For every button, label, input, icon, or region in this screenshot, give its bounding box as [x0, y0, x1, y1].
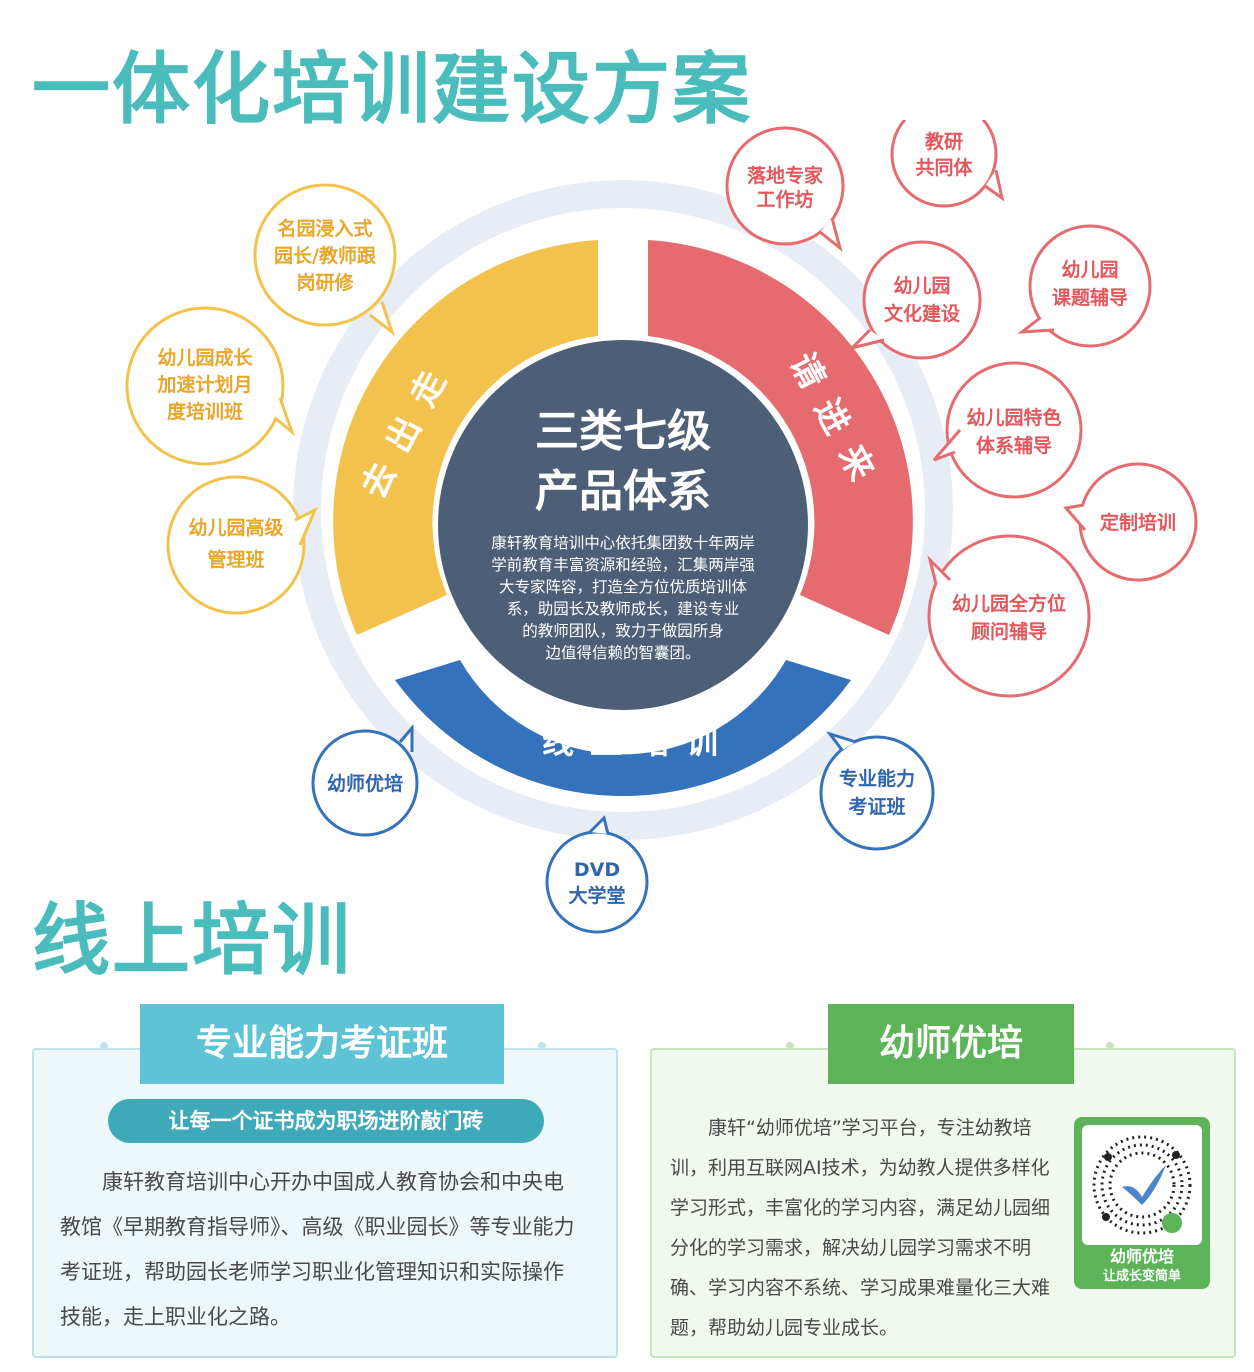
bubble-text: 落地专家	[747, 164, 824, 187]
page-title: 一体化培训建设方案	[32, 45, 753, 135]
bubble-blue-3: 专业能力 考证班	[819, 731, 935, 851]
bubble-text: 工作坊	[756, 188, 813, 211]
center-title-2: 产品体系	[535, 466, 711, 517]
bubble-text: 课题辅导	[1052, 286, 1128, 309]
center-title-1: 三类七级	[535, 406, 711, 457]
bubble-text: 管理班	[207, 548, 264, 571]
bubble-text: 幼儿园特色	[966, 406, 1061, 429]
segment-invite-in	[648, 240, 913, 635]
bubble-text: 顾问辅导	[971, 620, 1047, 643]
youshi-description: 康轩“幼师优培”学习平台，专注幼教培训，利用互联网AI技术，为幼教人提供多样化学…	[670, 1117, 1051, 1339]
bubble-red-7: 幼儿园全方位 顾问辅导	[927, 534, 1091, 698]
bubble-red-2: 教研 共同体	[890, 120, 1005, 208]
bubble-text: 园长/教师跟	[274, 244, 376, 267]
bubble-text: 幼儿园	[1061, 258, 1118, 281]
center-circle	[438, 340, 808, 710]
bubble-text: 教研	[925, 130, 963, 153]
cert-description: 康轩教育培训中心开办中国成人教育协会和中央电教馆《早期教育指导师》、高级《职业园…	[60, 1170, 575, 1329]
bubble-red-3: 幼儿园 文化建设	[847, 240, 982, 360]
bubble-text: 幼儿园全方位	[952, 592, 1066, 615]
bubble-text: 幼儿园	[893, 274, 950, 297]
bubble-text: 大学堂	[568, 884, 625, 907]
product-system-diagram: 三类七级 产品体系 康轩教育培训中心依托集团数十年两岸 学前教育丰富资源和经验，…	[125, 120, 1198, 934]
qr-code[interactable]	[1082, 1125, 1202, 1245]
segment-label-online: 线上培训	[542, 723, 734, 761]
bubble-text: 体系辅导	[976, 434, 1052, 457]
bubble-text: DVD	[574, 859, 620, 881]
bubble-red-5: 幼儿园特色 体系辅导	[932, 361, 1083, 499]
center-desc-line: 的教师团队，致力于做园所身	[522, 622, 724, 640]
bubble-red-6: 定制培训	[1063, 462, 1198, 582]
cert-slogan: 让每一个证书成为职场进阶敲门砖	[108, 1099, 544, 1143]
bubble-text: 加速计划月	[156, 373, 252, 396]
bubble-red-1: 落地专家 工作坊	[725, 126, 845, 253]
bubble-text: 度培训班	[167, 400, 243, 423]
bubble-text: 共同体	[915, 156, 973, 179]
center-desc-line: 学前教育丰富资源和经验，汇集两岸强	[491, 556, 755, 574]
center-desc-line: 系，助园长及教师成长，建设专业	[507, 600, 740, 618]
bubble-yellow-1: 名园浸入式 园长/教师跟 岗研修	[253, 183, 397, 337]
qr-label: 幼师优培	[1109, 1247, 1174, 1266]
center-desc-line: 康轩教育培训中心依托集团数十年两岸	[491, 534, 755, 552]
bubble-blue-1: 幼师优培	[311, 723, 419, 837]
bubble-text: 幼儿园高级	[188, 516, 283, 539]
qr-code-card[interactable]: 幼师优培 让成长变简单	[1074, 1117, 1210, 1289]
decor-dot	[100, 1042, 108, 1050]
bubble-text: 考证班	[848, 795, 905, 818]
center-desc-line: 边值得信赖的智囊团。	[545, 644, 700, 662]
bubble-text: 岗研修	[296, 271, 354, 294]
bubble-red-4: 幼儿园 课题辅导	[1017, 224, 1152, 348]
segment-online	[395, 660, 851, 797]
decor-dot	[538, 1042, 546, 1050]
bubble-text: 幼师优培	[327, 772, 403, 795]
bubble-blue-2: DVD 大学堂	[545, 815, 649, 934]
tab-youshi: 幼师优培	[828, 1004, 1074, 1084]
decor-dot	[786, 1042, 794, 1050]
qr-sublabel: 让成长变简单	[1102, 1269, 1181, 1284]
bubble-text: 专业能力	[839, 767, 915, 790]
tab-cert: 专业能力考证班	[140, 1004, 504, 1084]
bubble-text: 名园浸入式	[277, 217, 372, 240]
decor-dot	[1106, 1042, 1114, 1050]
qr-code-graphic	[1092, 1135, 1192, 1235]
bubble-text: 定制培训	[1100, 511, 1176, 534]
bubble-yellow-2: 幼儿园成长 加速计划月 度培训班	[125, 306, 296, 466]
segment-go-out	[333, 240, 598, 635]
bubble-text: 幼儿园成长	[157, 346, 253, 369]
bubble-yellow-3: 幼儿园高级 管理班	[166, 475, 318, 615]
section-title-online: 线上培训	[32, 896, 353, 986]
center-desc-line: 大专家阵容，打造全方位优质培训体	[499, 578, 748, 596]
bubble-text: 文化建设	[884, 302, 960, 325]
